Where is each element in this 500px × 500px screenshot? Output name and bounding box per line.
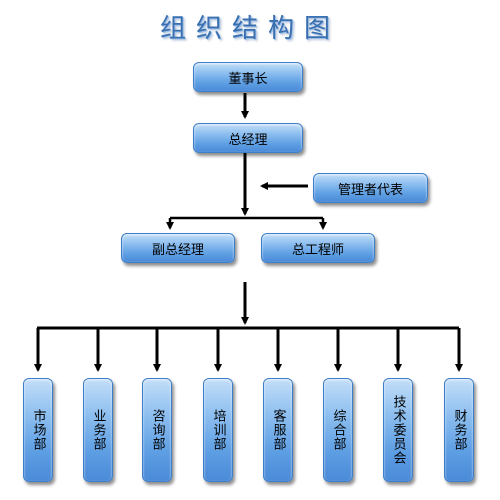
dept-market-label: 市场部 <box>30 409 46 451</box>
node-deputy-gm-label: 副总经理 <box>151 242 204 258</box>
dept-finance-label: 财务部 <box>451 409 467 451</box>
dept-market: 市场部 <box>23 378 53 482</box>
node-management-rep-label: 管理者代表 <box>337 182 403 198</box>
node-chief-engineer: 总工程师 <box>261 233 375 263</box>
dept-training: 培训部 <box>203 378 233 482</box>
dept-general-affairs-label: 综合部 <box>330 409 346 451</box>
node-chairman-label: 董事长 <box>228 71 268 87</box>
dept-business-label: 业务部 <box>90 409 106 451</box>
dept-customer-service: 客服部 <box>263 378 293 482</box>
dept-business: 业务部 <box>83 378 113 482</box>
node-management-rep: 管理者代表 <box>313 173 428 203</box>
node-deputy-gm: 副总经理 <box>121 233 235 263</box>
node-chairman: 董事长 <box>193 62 303 92</box>
dept-general-affairs: 综合部 <box>323 378 353 482</box>
dept-tech-committee-label: 技术委员会 <box>390 395 406 465</box>
node-general-manager: 总经理 <box>193 123 303 153</box>
dept-consulting-label: 咨询部 <box>149 409 165 451</box>
node-chief-engineer-label: 总工程师 <box>291 242 344 258</box>
chart-title: 组织结构图 <box>159 14 340 44</box>
node-general-manager-label: 总经理 <box>228 132 268 148</box>
dept-training-label: 培训部 <box>210 409 226 451</box>
dept-customer-service-label: 客服部 <box>270 409 286 451</box>
dept-consulting: 咨询部 <box>142 378 172 482</box>
dept-finance: 财务部 <box>444 378 474 482</box>
dept-tech-committee: 技术委员会 <box>383 378 413 482</box>
